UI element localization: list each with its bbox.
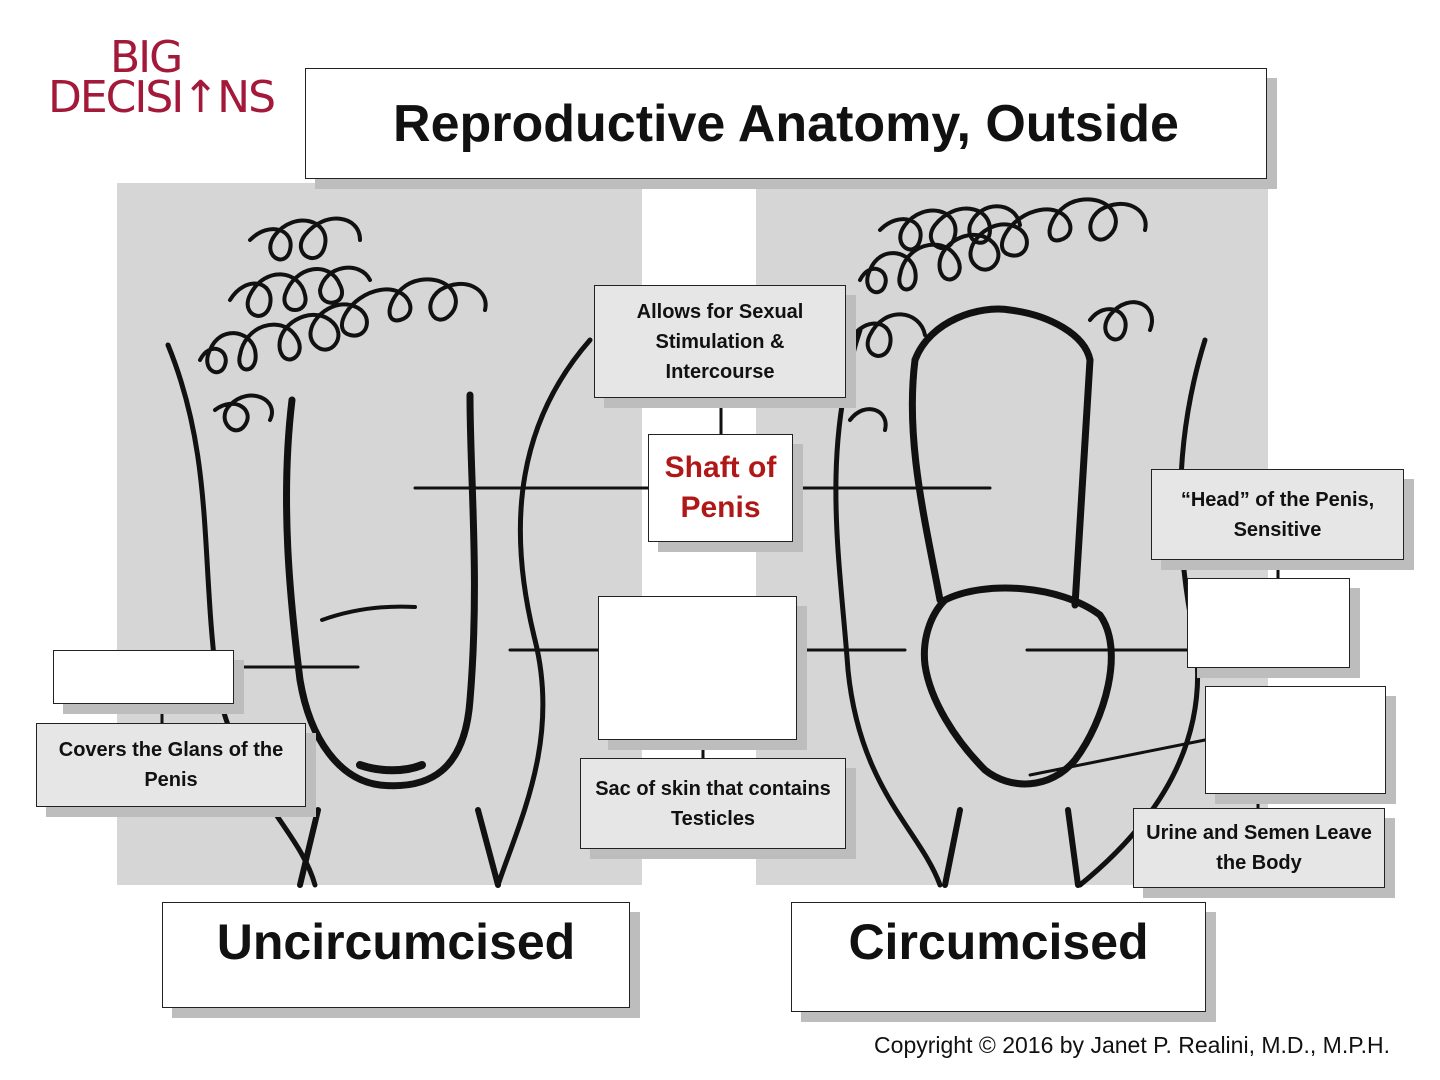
caption-uncircumcised-text: Uncircumcised: [216, 914, 576, 970]
blank-glans-answer[interactable]: [1187, 578, 1350, 668]
logo-line-2: DECISI↑NS: [48, 72, 276, 123]
label-foreskin-function-text: Covers the Glans of the Penis: [58, 739, 284, 791]
right-hair: [848, 197, 1154, 432]
right-shaft-outline: [908, 356, 1094, 609]
right-shaft-top: [911, 305, 1094, 364]
logo-line-1: BIG: [110, 32, 183, 83]
caption-circumcised: Circumcised: [791, 902, 1206, 1012]
page-title: Reproductive Anatomy, Outside: [305, 68, 1267, 179]
left-scrotum-outline-right: [495, 337, 593, 888]
blank-scrotum-answer[interactable]: [598, 596, 797, 740]
left-leg: [297, 807, 501, 888]
label-head-text: “Head” of the Penis, Sensitive: [1180, 488, 1375, 541]
label-shaft: Shaft of Penis: [648, 434, 793, 542]
left-shaft-outline: [283, 391, 478, 790]
label-urethra-function-text: Urine and Semen Leave the Body: [1146, 822, 1372, 874]
caption-circumcised-text: Circumcised: [848, 914, 1149, 970]
label-foreskin-function: Covers the Glans of the Penis: [36, 723, 306, 807]
label-scrotum-function-text: Sac of skin that contains Testicles: [595, 777, 831, 830]
label-shaft-text: Shaft of Penis: [664, 451, 777, 524]
label-sexual-function: Allows for Sexual Stimulation & Intercou…: [594, 285, 846, 398]
left-opening: [356, 761, 426, 775]
page-title-text: Reproductive Anatomy, Outside: [393, 94, 1179, 153]
right-scrotum-outline: [833, 327, 943, 888]
label-urethra-function: Urine and Semen Leave the Body: [1133, 808, 1385, 888]
label-head: “Head” of the Penis, Sensitive: [1151, 469, 1404, 560]
label-scrotum-function: Sac of skin that contains Testicles: [580, 758, 846, 849]
blank-urethra-answer[interactable]: [1205, 686, 1386, 794]
caption-uncircumcised: Uncircumcised: [162, 902, 630, 1008]
right-leg: [942, 807, 1081, 888]
right-glans-outline: [920, 584, 1115, 788]
copyright-notice: Copyright © 2016 by Janet P. Realini, M.…: [874, 1032, 1390, 1058]
left-hair: [198, 216, 488, 433]
blank-foreskin-answer[interactable]: [53, 650, 234, 704]
left-foreskin-line: [320, 604, 417, 622]
label-sexual-function-text: Allows for Sexual Stimulation & Intercou…: [636, 300, 804, 383]
leader-lines: [160, 396, 1280, 810]
